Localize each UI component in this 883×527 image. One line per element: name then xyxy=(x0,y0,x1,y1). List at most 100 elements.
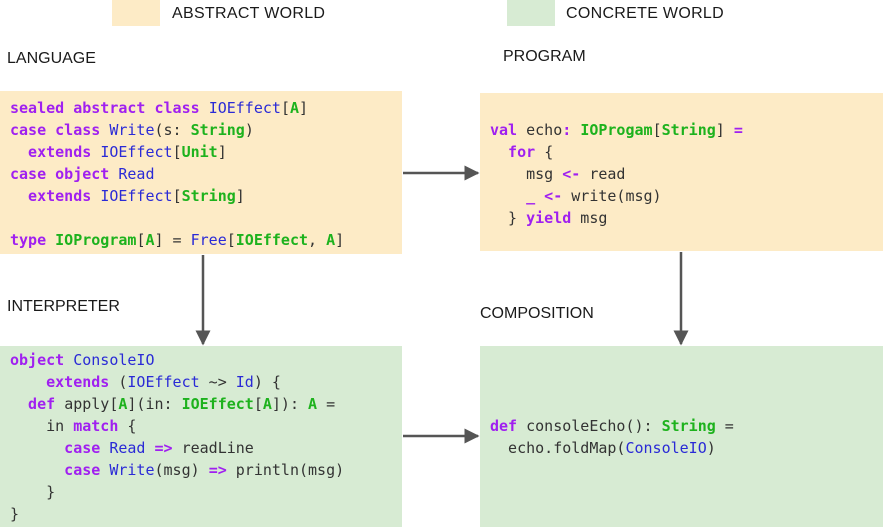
code-token: ) xyxy=(244,121,254,139)
code-token: echo.foldMap( xyxy=(490,439,626,457)
code-line: case class Write(s: String) xyxy=(10,121,254,139)
code-token: type xyxy=(10,231,56,249)
code-token: (msg) xyxy=(154,461,209,479)
code-token: A xyxy=(118,395,128,413)
code-token: [ xyxy=(652,121,662,139)
code-line: case Read => readLine xyxy=(10,439,254,457)
code-token: sealed abstract class xyxy=(10,99,209,117)
code-line: _ <- write(msg) xyxy=(490,187,662,205)
code-token: ]): xyxy=(271,395,309,413)
code-token: for xyxy=(490,143,545,161)
code-token: IOEffect xyxy=(127,373,200,391)
legend-concrete-label: CONCRETE WORLD xyxy=(566,5,724,22)
code-line: } xyxy=(10,483,55,501)
program-box: val echo: IOProgam[String] = for { msg <… xyxy=(480,93,883,251)
code-token: : xyxy=(562,121,581,139)
code-token: A xyxy=(145,231,155,249)
code-token: ](in: xyxy=(127,395,182,413)
code-token: IOEffect xyxy=(100,143,173,161)
code-token: Write xyxy=(109,461,155,479)
code-token: = xyxy=(733,121,743,139)
code-token: = xyxy=(715,417,734,435)
code-line: object ConsoleIO xyxy=(10,351,155,369)
code-line: sealed abstract class IOEffect[A] xyxy=(10,99,308,117)
code-token: A xyxy=(262,395,272,413)
code-token: IOProgram xyxy=(55,231,137,249)
code-line: } yield msg xyxy=(490,209,607,227)
code-token: case object xyxy=(10,165,119,183)
code-line: def apply[A](in: IOEffect[A]): A = xyxy=(10,395,335,413)
code-token: IOEffect xyxy=(100,187,173,205)
code-token: ) { xyxy=(253,373,281,391)
code-token: case class xyxy=(10,121,110,139)
code-token: A xyxy=(289,99,299,117)
code-token: ] = xyxy=(154,231,191,249)
code-token: [ xyxy=(136,231,146,249)
code-token: IOEffect xyxy=(181,395,254,413)
code-token: [ xyxy=(172,143,182,161)
code-token: ~> xyxy=(199,373,236,391)
code-token: ConsoleIO xyxy=(73,351,155,369)
code-token: { xyxy=(544,143,554,161)
code-token: yield xyxy=(526,209,572,227)
code-token: { xyxy=(118,417,137,435)
code-token: read xyxy=(580,165,626,183)
code-line: def consoleEcho(): String = xyxy=(490,417,734,435)
code-line: in match { xyxy=(10,417,136,435)
code-token: Write xyxy=(109,121,155,139)
code-line: extends IOEffect[Unit] xyxy=(10,143,227,161)
code-token: String xyxy=(190,121,245,139)
code-token: extends xyxy=(10,373,119,391)
code-token: Unit xyxy=(181,143,218,161)
code-token: println(msg) xyxy=(226,461,345,479)
code-token: [ xyxy=(226,231,236,249)
language-code: sealed abstract class IOEffect[A] case c… xyxy=(10,97,344,251)
code-token: = xyxy=(317,395,336,413)
code-token: def xyxy=(10,395,65,413)
code-token: Id xyxy=(235,373,254,391)
code-token: write(msg) xyxy=(562,187,662,205)
language-box: sealed abstract class IOEffect[A] case c… xyxy=(0,91,402,254)
code-token: ConsoleIO xyxy=(625,439,707,457)
code-token: ] xyxy=(715,121,734,139)
code-token: } xyxy=(10,505,20,523)
code-token: , xyxy=(308,231,327,249)
code-token: case xyxy=(10,461,110,479)
composition-box: def consoleEcho(): String = echo.foldMap… xyxy=(480,346,883,527)
code-token: ] xyxy=(235,187,245,205)
code-token: => xyxy=(145,439,182,457)
code-token: String xyxy=(661,121,716,139)
code-token: IOEffect xyxy=(235,231,309,249)
code-token: in xyxy=(10,417,74,435)
code-token: ] xyxy=(335,231,345,249)
code-token: ] xyxy=(217,143,227,161)
legend-abstract-label: ABSTRACT WORLD xyxy=(172,5,326,22)
code-token: msg xyxy=(571,209,608,227)
code-token: apply[ xyxy=(64,395,119,413)
code-line: extends (IOEffect ~> Id) { xyxy=(10,373,281,391)
code-token: Read xyxy=(118,165,155,183)
code-token: val xyxy=(490,121,527,139)
code-token: Free xyxy=(190,231,227,249)
code-token: [ xyxy=(280,99,290,117)
code-token: (s: xyxy=(154,121,191,139)
code-line: } xyxy=(10,505,19,523)
code-token: match xyxy=(73,417,119,435)
code-token: [ xyxy=(172,187,182,205)
code-token: ) xyxy=(706,439,716,457)
code-token: String xyxy=(661,417,716,435)
code-token: } xyxy=(10,483,56,501)
code-line: extends IOEffect[String] xyxy=(10,187,245,205)
program-code: val echo: IOProgam[String] = for { msg <… xyxy=(490,119,743,229)
code-line: val echo: IOProgam[String] = xyxy=(490,121,743,139)
interpreter-box: object ConsoleIO extends (IOEffect ~> Id… xyxy=(0,346,402,527)
composition-code: def consoleEcho(): String = echo.foldMap… xyxy=(490,415,734,459)
code-token: => xyxy=(208,461,227,479)
code-token: A xyxy=(326,231,336,249)
code-token: String xyxy=(181,187,236,205)
code-token: [ xyxy=(253,395,263,413)
code-token: extends xyxy=(10,187,101,205)
code-token: object xyxy=(10,351,74,369)
code-token: <- xyxy=(562,165,581,183)
code-token: IOEffect xyxy=(208,99,281,117)
